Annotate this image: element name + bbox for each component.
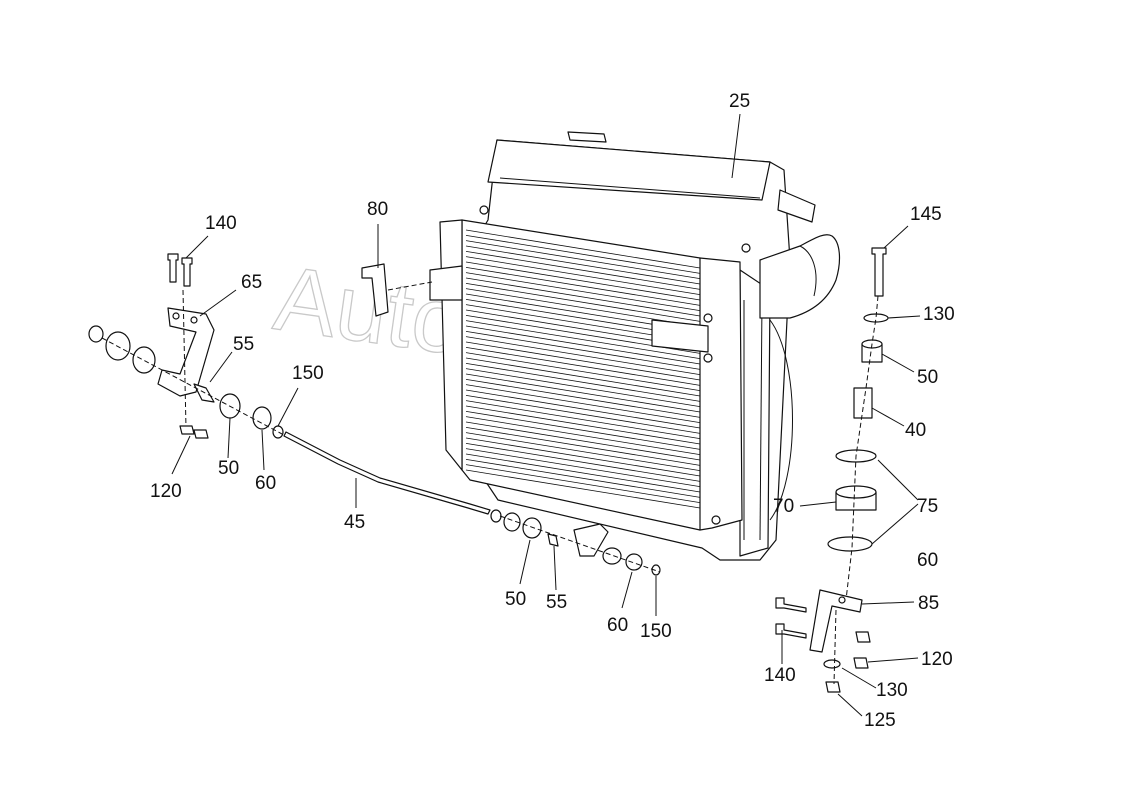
fin-line	[465, 261, 701, 301]
callout-120: 120	[150, 481, 182, 502]
callout-125: 125	[864, 710, 896, 731]
fin-line	[465, 250, 701, 290]
callout-80: 80	[367, 199, 388, 220]
fin-line	[465, 410, 701, 450]
fin-line	[465, 362, 701, 402]
callout-55: 55	[233, 334, 254, 355]
fin-line	[465, 437, 701, 477]
lower-center-group	[490, 509, 661, 576]
fin-line	[465, 453, 701, 493]
callout-140: 140	[764, 665, 796, 686]
fin-line	[465, 448, 701, 488]
callout-75: 75	[917, 496, 938, 517]
fin-line	[465, 458, 701, 498]
callout-85: 85	[918, 593, 939, 614]
right-mount-group	[775, 247, 889, 693]
callout-145: 145	[910, 204, 942, 225]
leader-lines	[171, 113, 921, 717]
fin-line	[465, 336, 701, 376]
callout-60: 60	[607, 615, 628, 636]
callout-50: 50	[218, 458, 239, 479]
fin-line	[465, 325, 701, 365]
fin-line	[465, 373, 701, 413]
left-mount-group	[88, 253, 491, 515]
callout-130: 130	[923, 304, 955, 325]
callout-130: 130	[876, 680, 908, 701]
callout-55: 55	[546, 592, 567, 613]
fin-line	[465, 272, 701, 312]
radiator-assembly	[429, 131, 841, 561]
fin-line	[465, 426, 701, 466]
fin-line	[465, 346, 701, 386]
fin-line	[465, 416, 701, 456]
callout-140: 140	[205, 213, 237, 234]
fin-line	[465, 442, 701, 482]
fin-line	[465, 234, 701, 274]
fin-line	[465, 240, 701, 280]
callout-40: 40	[905, 420, 926, 441]
fin-line	[465, 469, 701, 509]
callout-labels: 25 80 140 65 55 150 120 50 60 45 50 55 6…	[150, 91, 955, 731]
fin-line	[465, 464, 701, 504]
fin-line	[465, 256, 701, 296]
fin-line	[465, 341, 701, 381]
fin-line	[465, 229, 701, 269]
fin-line	[465, 357, 701, 397]
fin-line	[465, 282, 701, 322]
fin-line	[465, 394, 701, 434]
callout-25: 25	[729, 91, 750, 112]
fin-line	[465, 288, 701, 328]
callout-50: 50	[505, 589, 526, 610]
fin-line	[465, 330, 701, 370]
callout-50: 50	[917, 367, 938, 388]
fin-line	[465, 405, 701, 445]
fin-line	[465, 389, 701, 429]
callout-60: 60	[255, 473, 276, 494]
fin-line	[465, 245, 701, 285]
fin-line	[465, 384, 701, 424]
callout-120: 120	[921, 649, 953, 670]
fin-line	[465, 400, 701, 440]
fin-line	[465, 421, 701, 461]
callout-65: 65	[241, 272, 262, 293]
fin-line	[465, 352, 701, 392]
fin-line	[465, 368, 701, 408]
bracket-80	[361, 263, 433, 317]
fin-line	[465, 432, 701, 472]
fin-line	[465, 277, 701, 317]
callout-150: 150	[640, 621, 672, 642]
callout-150: 150	[292, 363, 324, 384]
fin-line	[465, 378, 701, 418]
callout-60: 60	[917, 550, 938, 571]
fin-line	[465, 320, 701, 360]
callout-70: 70	[773, 496, 794, 517]
fin-line	[465, 266, 701, 306]
callout-45: 45	[344, 512, 365, 533]
